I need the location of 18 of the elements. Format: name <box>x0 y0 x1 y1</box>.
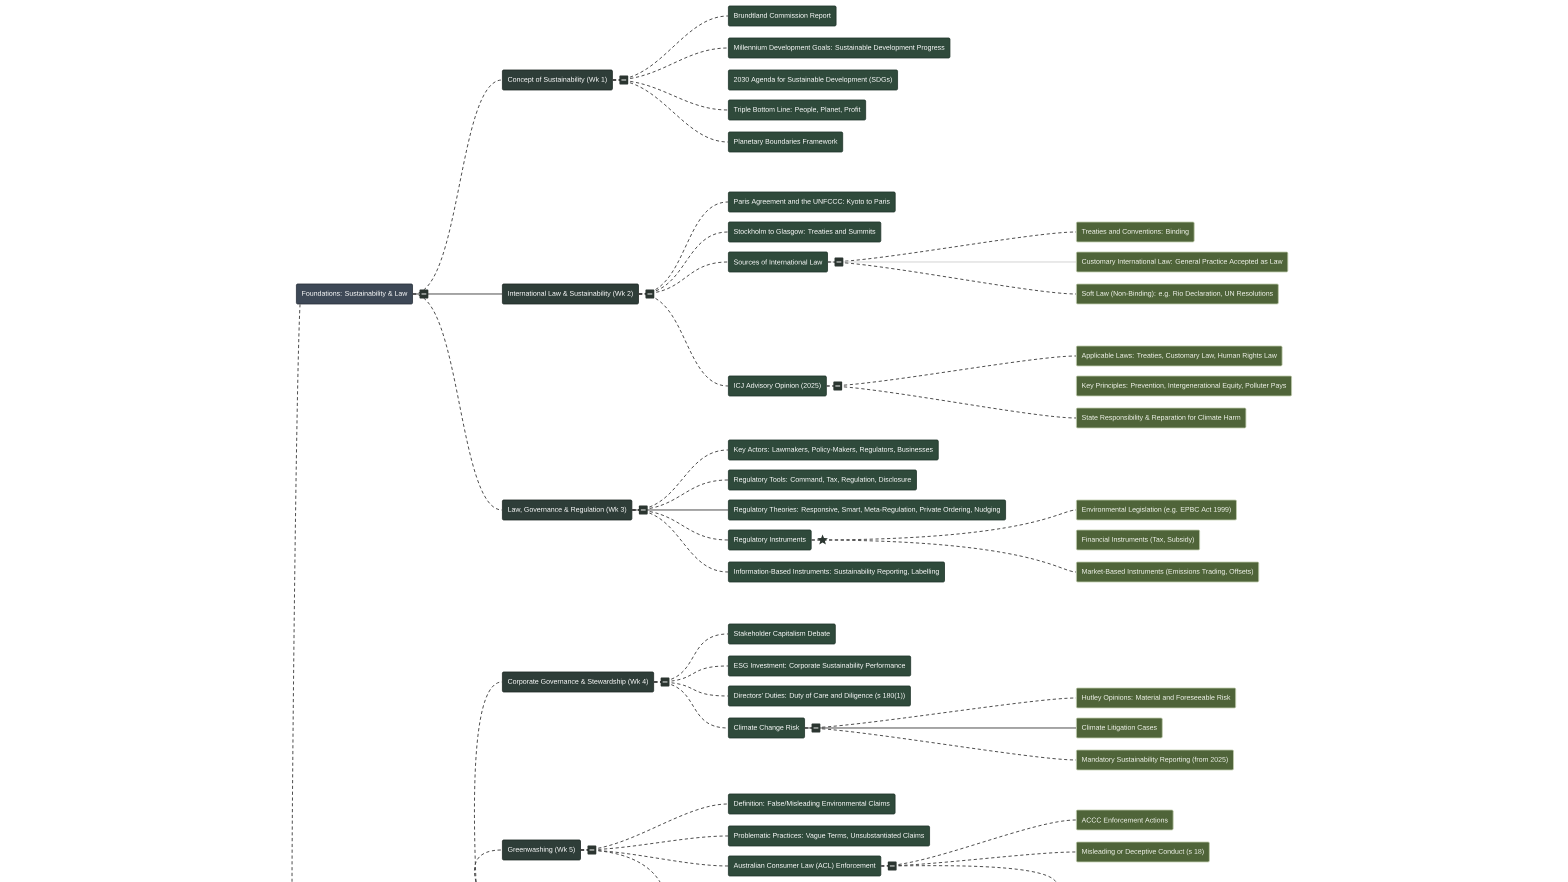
connector-line <box>804 727 1077 729</box>
connector-line <box>580 849 661 882</box>
connector-line <box>412 293 503 511</box>
connector-line <box>631 509 729 511</box>
connector-line <box>811 539 1077 573</box>
connector-line <box>638 293 729 387</box>
connector-line <box>291 303 301 882</box>
connector-line <box>827 261 1077 295</box>
connector-line <box>412 293 503 295</box>
connector-line <box>474 849 503 882</box>
connector-line <box>612 79 729 143</box>
connector-line <box>826 385 1077 419</box>
connector-line <box>880 865 1057 882</box>
connector-line <box>653 681 729 729</box>
connector-line <box>412 79 503 295</box>
connector-line <box>631 509 729 573</box>
connector-line <box>474 681 503 882</box>
connector-line <box>804 727 1077 761</box>
